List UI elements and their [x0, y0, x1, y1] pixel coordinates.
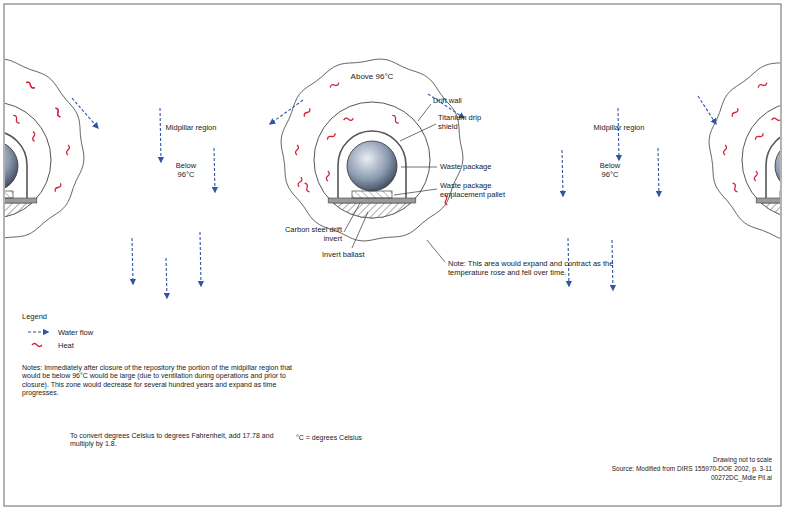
file-id: 00272DC_Mdle Pil.ai — [650, 474, 772, 482]
invert-ballast — [333, 203, 411, 218]
drift-invert — [328, 198, 416, 203]
source-note: Source: Modified from DIRS 155970-DOE 20… — [560, 465, 772, 473]
legend-text: Heat — [58, 341, 74, 350]
legend-text: Water flow — [58, 328, 93, 337]
water-flow-arrows — [72, 94, 716, 298]
water-flow-sample — [26, 327, 52, 337]
drip-shield — [766, 131, 780, 198]
legend-entry: Water flow — [26, 327, 93, 337]
heat-symbol — [329, 81, 339, 89]
drift-invert — [5, 198, 37, 203]
note: Note: This area would expand and contrac… — [448, 259, 648, 277]
heat-symbol — [755, 132, 765, 141]
part-label: Carbon steel drift invert — [282, 225, 342, 243]
part-label: Waste package — [440, 162, 520, 171]
heat-zone: Above 96°C — [280, 58, 464, 242]
heat-symbol — [303, 107, 311, 117]
drift-wall — [742, 102, 780, 218]
emplacement-pallet — [5, 191, 13, 198]
drift-invert — [756, 198, 780, 203]
heat-zone-outline — [709, 59, 780, 241]
heat-symbol — [54, 182, 62, 192]
heat-symbol — [327, 132, 337, 141]
heat-symbol — [724, 145, 727, 155]
part-label: Titanium drip shield — [438, 113, 494, 131]
region-label: Midpillar region — [146, 123, 236, 132]
legend-heading: Legend — [22, 312, 82, 321]
frame — [4, 4, 781, 506]
waste-package — [347, 141, 397, 191]
emplacement-drift — [296, 81, 449, 218]
temperature-label: Below 96°C — [168, 161, 204, 179]
note: Notes: Immediately after closure of the … — [22, 364, 297, 398]
waste-package — [5, 141, 18, 191]
heat-symbol — [343, 117, 353, 122]
heat-symbol — [731, 107, 739, 117]
part-label: Drift wall — [433, 96, 493, 105]
note: To convert degrees Celsius to degrees Fa… — [70, 432, 275, 449]
heat-zone-outline — [280, 58, 464, 242]
emplacement-drift — [709, 59, 780, 241]
heat-symbol — [25, 81, 35, 89]
heat-symbol — [771, 117, 780, 122]
drip-shield — [338, 131, 406, 198]
note: °C = degrees Celsius — [296, 434, 416, 442]
legend-entry: Heat — [26, 340, 74, 350]
heat-symbol — [25, 81, 35, 89]
emplacement-pallet — [352, 191, 392, 198]
heat-zone-outline — [5, 59, 84, 241]
leader-lines — [344, 104, 445, 262]
part-label: Invert ballast — [322, 250, 392, 259]
invert-ballast — [761, 203, 780, 218]
drip-shield — [5, 131, 27, 198]
temperature-label: Below 96°C — [592, 161, 628, 179]
drift-wall — [314, 102, 430, 218]
heat-symbol — [731, 182, 739, 192]
emplacement-drift — [5, 59, 84, 241]
region-label: Midpillar region — [574, 123, 664, 132]
heat-symbol — [303, 182, 311, 192]
part-label: Waste package emplacement pallet — [440, 181, 520, 199]
zone-label: Above 96°C — [351, 72, 394, 81]
heat-symbol — [391, 115, 400, 125]
waste-package — [775, 141, 780, 191]
heat-symbol — [296, 145, 299, 155]
heat-symbol — [67, 145, 70, 155]
heat-symbol — [754, 171, 757, 181]
heat-symbol — [54, 107, 62, 117]
heat-symbol — [12, 115, 21, 125]
heat-symbol — [298, 177, 303, 187]
drawing-note: Drawing not to scale — [650, 456, 772, 464]
drift-wall — [5, 102, 51, 218]
invert-ballast — [5, 203, 32, 218]
heat-symbol — [757, 81, 767, 89]
heat-sample — [26, 340, 52, 350]
heat-symbol — [31, 131, 36, 141]
heat-symbol — [54, 107, 62, 117]
heat-symbol — [326, 171, 329, 181]
